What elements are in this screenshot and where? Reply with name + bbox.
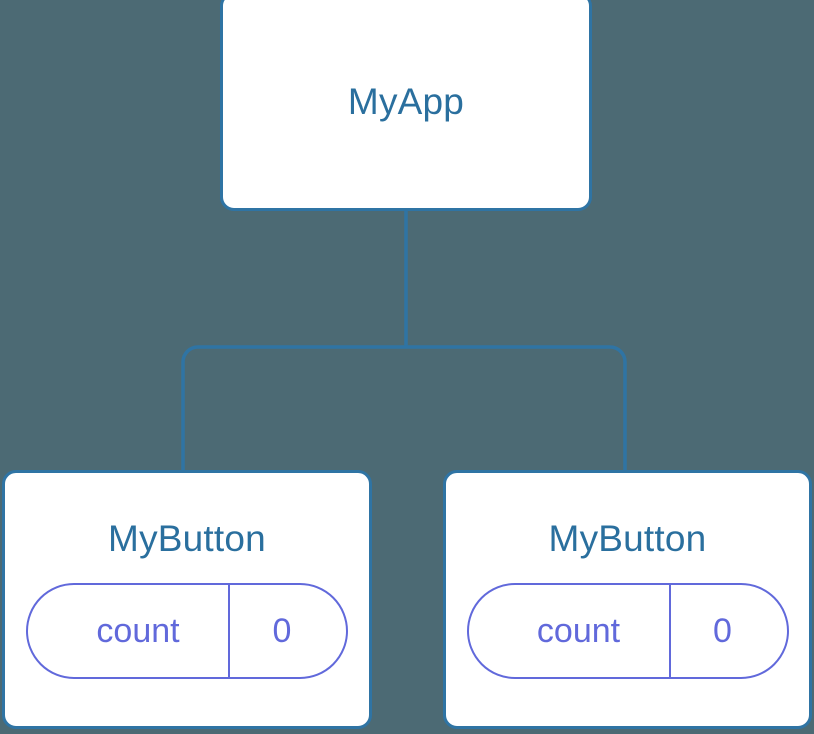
node-title: MyButton: [548, 518, 707, 559]
edge-to-left-child: [181, 345, 406, 472]
state-key: count: [536, 612, 621, 650]
state-pill[interactable]: count 0: [466, 583, 789, 679]
edge-to-right-child: [406, 345, 627, 472]
state-pill[interactable]: count 0: [26, 583, 348, 679]
node-mybutton-right[interactable]: MyButton count 0: [443, 470, 812, 729]
node-title: MyButton: [108, 518, 266, 559]
state-value: 0: [668, 585, 787, 677]
state-value: 0: [228, 585, 346, 677]
node-mybutton-left[interactable]: MyButton count 0: [2, 470, 372, 729]
node-myapp[interactable]: MyApp: [220, 0, 592, 211]
state-key: count: [96, 612, 180, 650]
node-title: MyApp: [347, 81, 465, 122]
